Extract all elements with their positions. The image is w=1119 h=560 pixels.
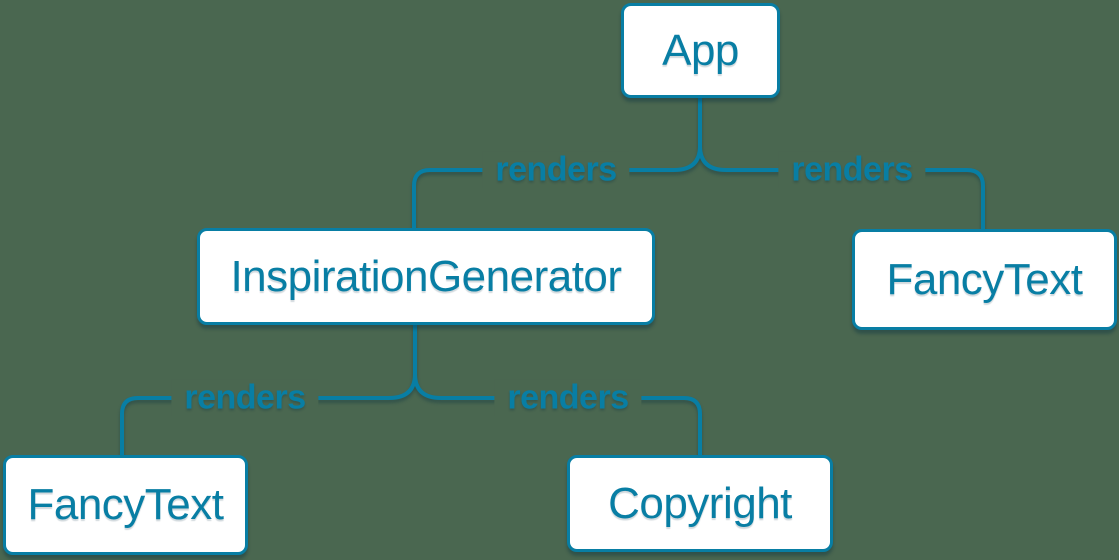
edge-label-renders: renders	[171, 378, 319, 417]
node-fancy-text-bottom-label: FancyText	[27, 480, 224, 529]
node-app: App	[621, 3, 780, 98]
edge-label-renders: renders	[482, 150, 630, 189]
node-app-label: App	[662, 25, 739, 75]
node-inspiration-generator: InspirationGenerator	[197, 228, 655, 325]
node-fancy-text-bottom: FancyText	[3, 455, 248, 555]
node-fancy-text-top: FancyText	[852, 229, 1117, 330]
node-copyright: Copyright	[567, 455, 833, 552]
node-inspiration-generator-label: InspirationGenerator	[230, 251, 622, 301]
edge-label-renders: renders	[494, 378, 642, 417]
node-copyright-label: Copyright	[608, 478, 792, 528]
edge-label-renders: renders	[778, 150, 926, 189]
node-fancy-text-top-label: FancyText	[886, 254, 1083, 304]
